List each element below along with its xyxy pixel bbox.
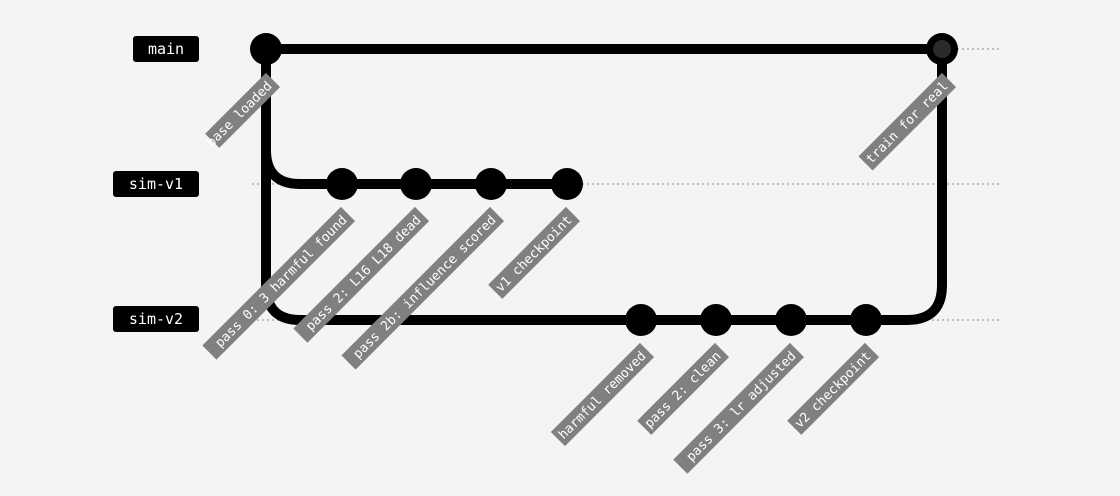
label-bg <box>637 342 730 435</box>
label-bg <box>202 206 356 360</box>
label-bg <box>488 206 581 299</box>
commit-dot-pass0[interactable] <box>326 168 358 200</box>
label-text: pass 2: clean <box>642 349 725 432</box>
commit-dot-v2-checkpoint[interactable] <box>850 304 882 336</box>
label-bg <box>550 342 655 447</box>
commit-dot-pass2-dead[interactable] <box>400 168 432 200</box>
label-text: harmful removed <box>556 349 650 443</box>
label-harmful-removed: harmful removed <box>550 342 655 447</box>
label-bg <box>341 206 505 370</box>
commit-dot-pass2b[interactable] <box>475 168 507 200</box>
label-pass0: pass 0: 3 harmful found <box>202 206 356 360</box>
branch-tag-sim-v2: sim-v2 <box>113 306 199 332</box>
label-text: v1 checkpoint <box>493 213 576 296</box>
commit-dot-base-loaded[interactable] <box>250 33 282 65</box>
label-bg <box>293 206 430 343</box>
commit-dot-pass2-clean[interactable] <box>700 304 732 336</box>
branch-tag-sim-v1: sim-v1 <box>113 171 199 197</box>
merge-commit-inner <box>933 40 951 58</box>
commit-dot-v1-checkpoint[interactable] <box>551 168 583 200</box>
branch-line-sim-v1 <box>261 44 572 189</box>
label-text: pass 2b: influence scored <box>351 213 500 362</box>
commit-dot-pass3[interactable] <box>775 304 807 336</box>
label-pass2b: pass 2b: influence scored <box>341 206 505 370</box>
label-text: pass 0: 3 harmful found <box>213 213 351 351</box>
label-bg <box>787 342 880 435</box>
label-bg <box>858 72 957 171</box>
label-bg <box>205 72 281 148</box>
label-text: v2 checkpoint <box>792 349 875 432</box>
commit-dot-harmful-removed[interactable] <box>625 304 657 336</box>
label-bg <box>673 342 805 474</box>
branch-tag-main: main <box>133 36 199 62</box>
label-pass3: pass 3: lr adjusted <box>673 342 805 474</box>
